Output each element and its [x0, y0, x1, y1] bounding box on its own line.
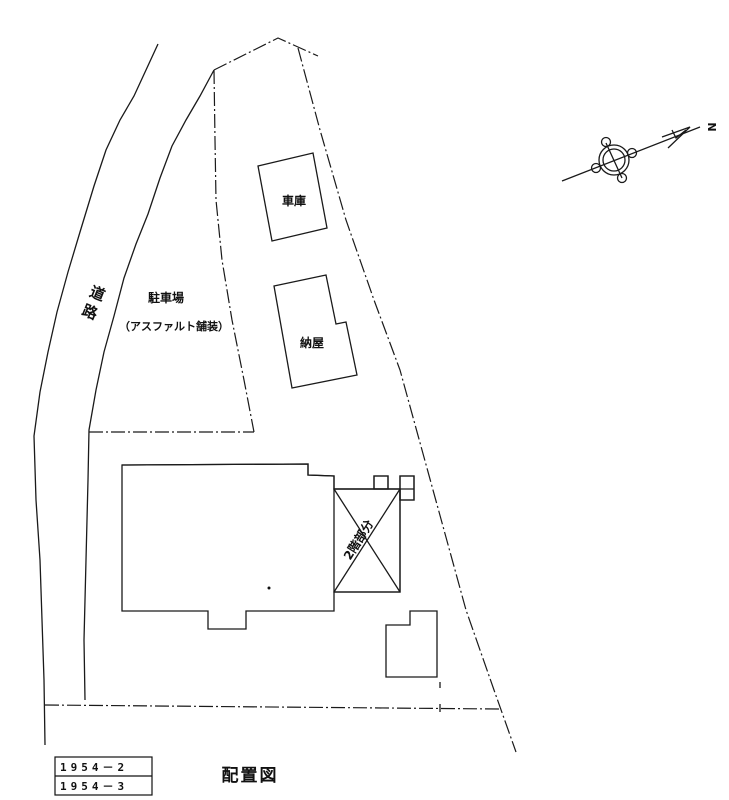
north-arrow-shaft — [561, 126, 701, 182]
compass-cross-v — [605, 142, 623, 179]
barn-building — [273, 274, 358, 389]
garage-building — [257, 152, 328, 242]
compass-node-n — [600, 136, 612, 148]
parking-note: （アスファルト舗装） — [119, 319, 229, 333]
second-floor-cross-2 — [333, 488, 401, 593]
outbuilding — [385, 610, 438, 678]
drawing-number-1: 1954－2 — [60, 761, 128, 774]
property-south-boundary — [44, 704, 501, 710]
north-arrow: N — [561, 122, 718, 184]
north-label: N — [705, 122, 718, 131]
compass-node-s — [616, 172, 628, 184]
annex-block-1 — [373, 475, 389, 490]
page-title: 配置図 — [222, 766, 279, 786]
main-house-outline — [121, 463, 415, 501]
parking-label: 駐車場 — [148, 290, 184, 305]
compass-ring — [598, 144, 630, 176]
north-arrow-head-back — [671, 129, 687, 140]
drawing-number-2: 1954－3 — [60, 780, 128, 793]
compass-node-e — [626, 147, 638, 159]
parking-inner-boundary — [213, 69, 255, 433]
annex-block-2 — [399, 475, 415, 501]
drawing-number-box: 1954－2 1954－3 — [54, 756, 153, 796]
road-label-char-2: 路 — [80, 301, 102, 324]
compass-node-w — [590, 162, 602, 174]
north-arrow-head — [661, 126, 691, 149]
road-label: 道 路 — [80, 282, 108, 324]
second-floor-area — [333, 488, 401, 593]
compass-ring-inner — [602, 148, 626, 172]
road-edge-west — [33, 43, 159, 746]
property-top-boundary — [213, 37, 319, 71]
road-edge-east — [83, 69, 215, 701]
property-east-boundary — [297, 47, 517, 753]
garage-label: 車庫 — [282, 193, 306, 208]
road-label-char-1: 道 — [87, 282, 108, 304]
barn-label: 納屋 — [300, 335, 324, 350]
second-floor-label: 2階部分 — [340, 517, 376, 563]
marker-dot — [267, 586, 271, 590]
